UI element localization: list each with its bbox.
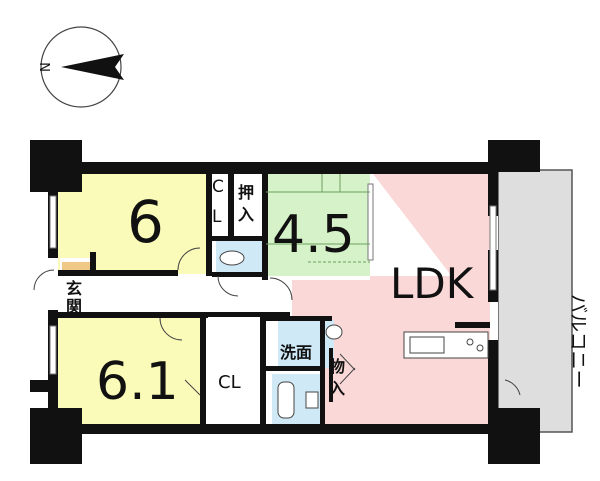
compass: N xyxy=(39,26,124,108)
balcony xyxy=(497,169,573,433)
japanese-room xyxy=(266,174,370,276)
ldk-label: LDK xyxy=(390,259,475,308)
closet-1-label-bottom: L xyxy=(212,207,222,227)
bathtub-icon xyxy=(277,381,295,419)
genkan-label-2: 関 xyxy=(66,297,82,316)
toilet-icon xyxy=(219,250,245,266)
storage-label-2: 入 xyxy=(329,379,345,398)
genkan-label-1: 玄 xyxy=(66,279,82,298)
storage-label-1: 物 xyxy=(329,357,345,376)
kitchen-counter xyxy=(403,331,489,359)
oshiire-label-1: 押 xyxy=(238,183,254,202)
tatami-lines xyxy=(266,174,370,263)
japanese-room-label: 4.5 xyxy=(272,205,355,265)
oshiire-label-2: 入 xyxy=(238,205,254,224)
ldk-extension xyxy=(292,276,490,330)
windows xyxy=(49,183,497,375)
sink-icon xyxy=(325,324,343,340)
closet-1-label-top: C xyxy=(212,177,224,197)
door-swings xyxy=(33,247,521,396)
north-arrow-icon xyxy=(61,54,124,80)
western-room-1-label: 6 xyxy=(127,188,164,256)
western-room-2 xyxy=(58,318,200,424)
balcony-label: バルコニー xyxy=(567,294,589,389)
western-room-2-label: 6.1 xyxy=(96,352,179,412)
fixtures xyxy=(219,250,343,419)
washroom-label: 洗面 xyxy=(280,343,312,362)
washer-icon xyxy=(305,391,319,409)
closet-2-label: CL xyxy=(218,372,241,393)
north-label: N xyxy=(39,62,54,72)
ldk-room xyxy=(323,170,490,424)
western-room-1 xyxy=(58,174,210,274)
